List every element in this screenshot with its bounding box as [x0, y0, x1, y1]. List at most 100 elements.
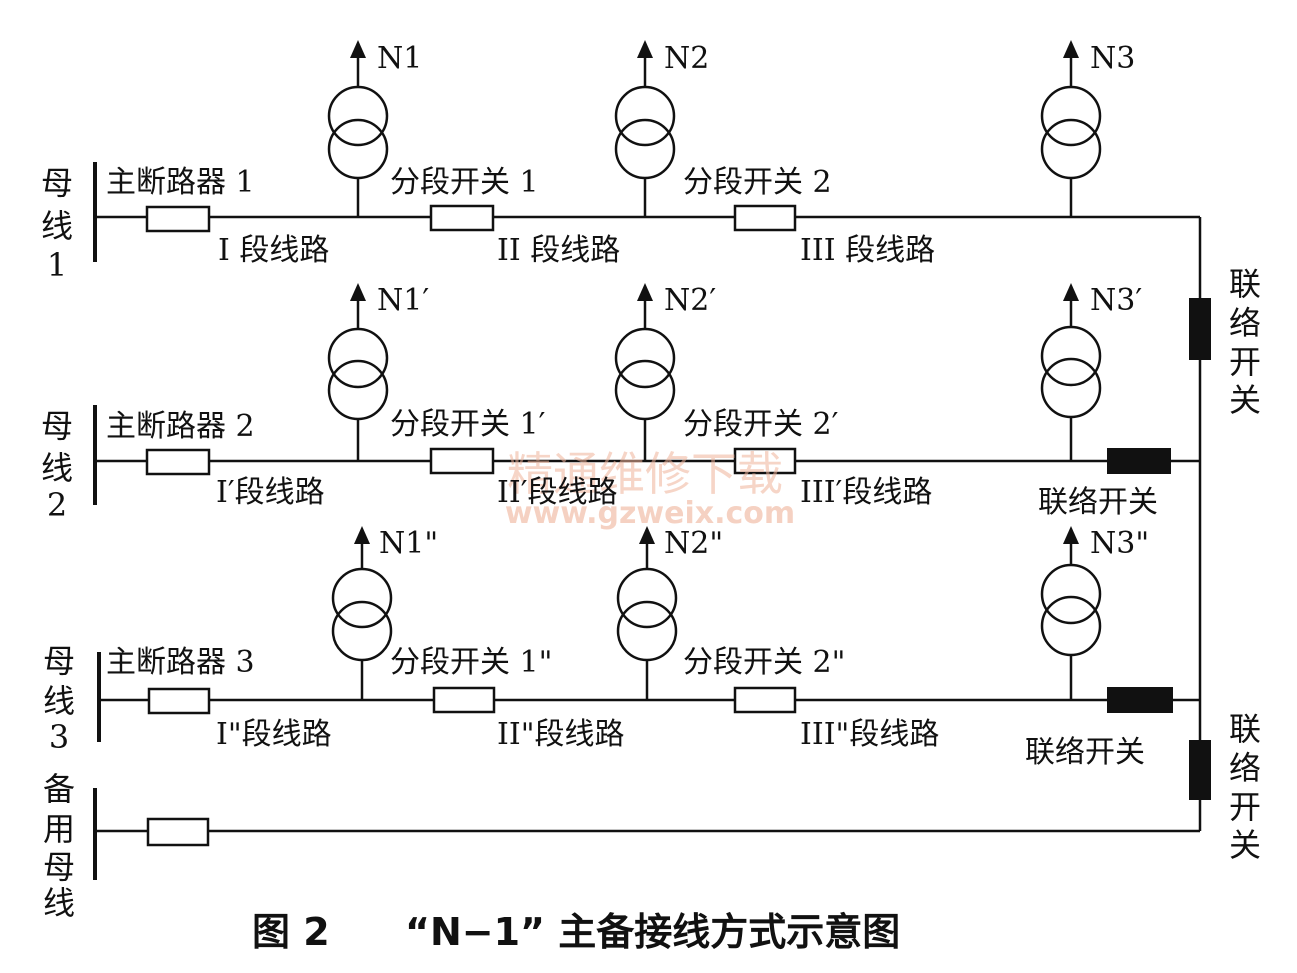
backup-row	[93, 788, 1202, 880]
section-switch-2-2	[733, 447, 797, 475]
section-switch-2p-label: 分段开关 2′	[683, 407, 839, 442]
transformer-n2p-lower	[614, 359, 676, 421]
bus3-char-2: 线	[43, 682, 75, 720]
backup-char-4: 线	[43, 884, 75, 922]
section-switch-2pp-label: 分段开关 2"	[683, 645, 845, 680]
transformer-n3-upper	[1040, 85, 1102, 147]
arrow-head-n1	[350, 40, 366, 58]
section-switch-1-1	[429, 204, 495, 232]
segment-1-label: I 段线路	[218, 233, 329, 268]
row-1	[93, 55, 1202, 298]
caption-figure-number: 图 2	[252, 910, 330, 954]
segment-2-label: II 段线路	[497, 233, 620, 268]
node-n3pp-label: N3"	[1090, 526, 1149, 561]
backup-breaker	[146, 817, 210, 847]
row-3	[97, 461, 1202, 742]
section-switch-2-1	[429, 447, 495, 475]
caption-title: “N−1” 主备接线方式示意图	[405, 910, 900, 954]
node-n1-label: N1	[377, 41, 422, 76]
segment-1pp-label: I"段线路	[216, 717, 332, 752]
right-tie-lower-char-3: 开	[1229, 788, 1261, 826]
transformer-n1p-upper	[327, 327, 389, 389]
bus2-char-2: 线	[41, 449, 73, 487]
arrow-head-n3pp	[1063, 526, 1079, 544]
transformer-n2pp-lower	[616, 600, 678, 662]
arrow-head-n3	[1063, 40, 1079, 58]
section-switch-3-1	[432, 686, 496, 714]
bus3-char-3: 3	[49, 718, 69, 756]
arrow-head-n2p	[637, 283, 653, 301]
backup-char-3: 母	[43, 848, 75, 886]
segment-1p-label: I′段线路	[216, 475, 325, 510]
transformer-n3p-lower	[1040, 357, 1102, 419]
bus1-char-1: 母	[41, 164, 73, 202]
transformer-n1pp-upper	[331, 567, 393, 629]
arrow-head-n2	[637, 40, 653, 58]
transformer-n2-lower	[614, 118, 676, 180]
transformer-n3pp-lower	[1040, 595, 1102, 657]
right-tie-lower-char-1: 联	[1229, 710, 1261, 748]
main-breaker-1	[145, 205, 211, 233]
node-n2pp-label: N2"	[664, 526, 723, 561]
section-switch-1-2	[733, 204, 797, 232]
arrow-head-n1p	[350, 283, 366, 301]
transformer-n1-lower	[327, 118, 389, 180]
backup-char-2: 用	[43, 810, 75, 848]
right-tie-upper-char-3: 开	[1229, 343, 1261, 381]
watermark-cn: 精通维修下载	[507, 447, 783, 501]
right-tie-lower-char-4: 关	[1229, 826, 1261, 864]
tie-switch-row3-label: 联络开关	[1025, 735, 1145, 770]
main-breaker-1-label: 主断路器 1	[106, 165, 255, 200]
backup-char-1: 备	[43, 770, 75, 808]
right-tie-upper-char-2: 络	[1229, 304, 1261, 342]
transformer-n2-upper	[614, 85, 676, 147]
transformer-n1p-lower	[327, 359, 389, 421]
section-switch-1pp-label: 分段开关 1"	[390, 645, 552, 680]
node-n2-label: N2	[664, 41, 709, 76]
tie-switch-row2-label: 联络开关	[1038, 485, 1158, 520]
arrow-head-n3p	[1063, 283, 1079, 301]
node-n1pp-label: N1"	[379, 526, 438, 561]
tie-switch-right-upper	[1189, 298, 1211, 360]
segment-3-label: III 段线路	[800, 233, 935, 268]
section-switch-1p-label: 分段开关 1′	[390, 407, 546, 442]
transformer-n3-lower	[1040, 118, 1102, 180]
segment-3pp-label: III"段线路	[800, 717, 939, 752]
transformer-n3p-upper	[1040, 325, 1102, 387]
node-n3p-label: N3′	[1090, 283, 1142, 318]
transformer-n3pp-upper	[1040, 563, 1102, 625]
bus2-char-3: 2	[47, 486, 67, 524]
transformer-n2pp-upper	[616, 567, 678, 629]
section-switch-1-label: 分段开关 1	[390, 165, 539, 200]
segment-2pp-label: II"段线路	[497, 717, 625, 752]
section-switch-2-label: 分段开关 2	[683, 165, 832, 200]
bus1-char-2: 线	[41, 207, 73, 245]
tie-switch-row2	[1107, 448, 1171, 474]
main-breaker-2	[145, 448, 211, 476]
bus3-char-1: 母	[43, 642, 75, 680]
main-breaker-3-label: 主断路器 3	[106, 645, 255, 680]
tie-switch-right-lower	[1189, 740, 1211, 800]
right-tie-upper-char-4: 关	[1229, 381, 1261, 419]
row-2	[93, 298, 1202, 505]
segment-2p-label: II′段线路	[497, 475, 618, 510]
watermark-url: www.gzweix.com	[505, 496, 795, 531]
section-switch-3-2	[733, 686, 797, 714]
right-tie-upper-char-1: 联	[1229, 265, 1261, 303]
main-breaker-2-label: 主断路器 2	[106, 409, 255, 444]
node-n3-label: N3	[1090, 41, 1135, 76]
main-breaker-3	[147, 687, 211, 715]
tie-switch-row3	[1107, 687, 1173, 713]
transformer-n1-upper	[327, 85, 389, 147]
arrow-head-n1pp	[354, 526, 370, 544]
bus2-char-1: 母	[41, 407, 73, 445]
node-n1p-label: N1′	[377, 283, 429, 318]
arrow-head-n2pp	[639, 526, 655, 544]
node-n2p-label: N2′	[664, 283, 716, 318]
transformer-n2p-upper	[614, 327, 676, 389]
transformer-n1pp-lower	[331, 600, 393, 662]
bus1-char-3: 1	[47, 246, 67, 284]
right-tie-lower-char-2: 络	[1229, 749, 1261, 787]
